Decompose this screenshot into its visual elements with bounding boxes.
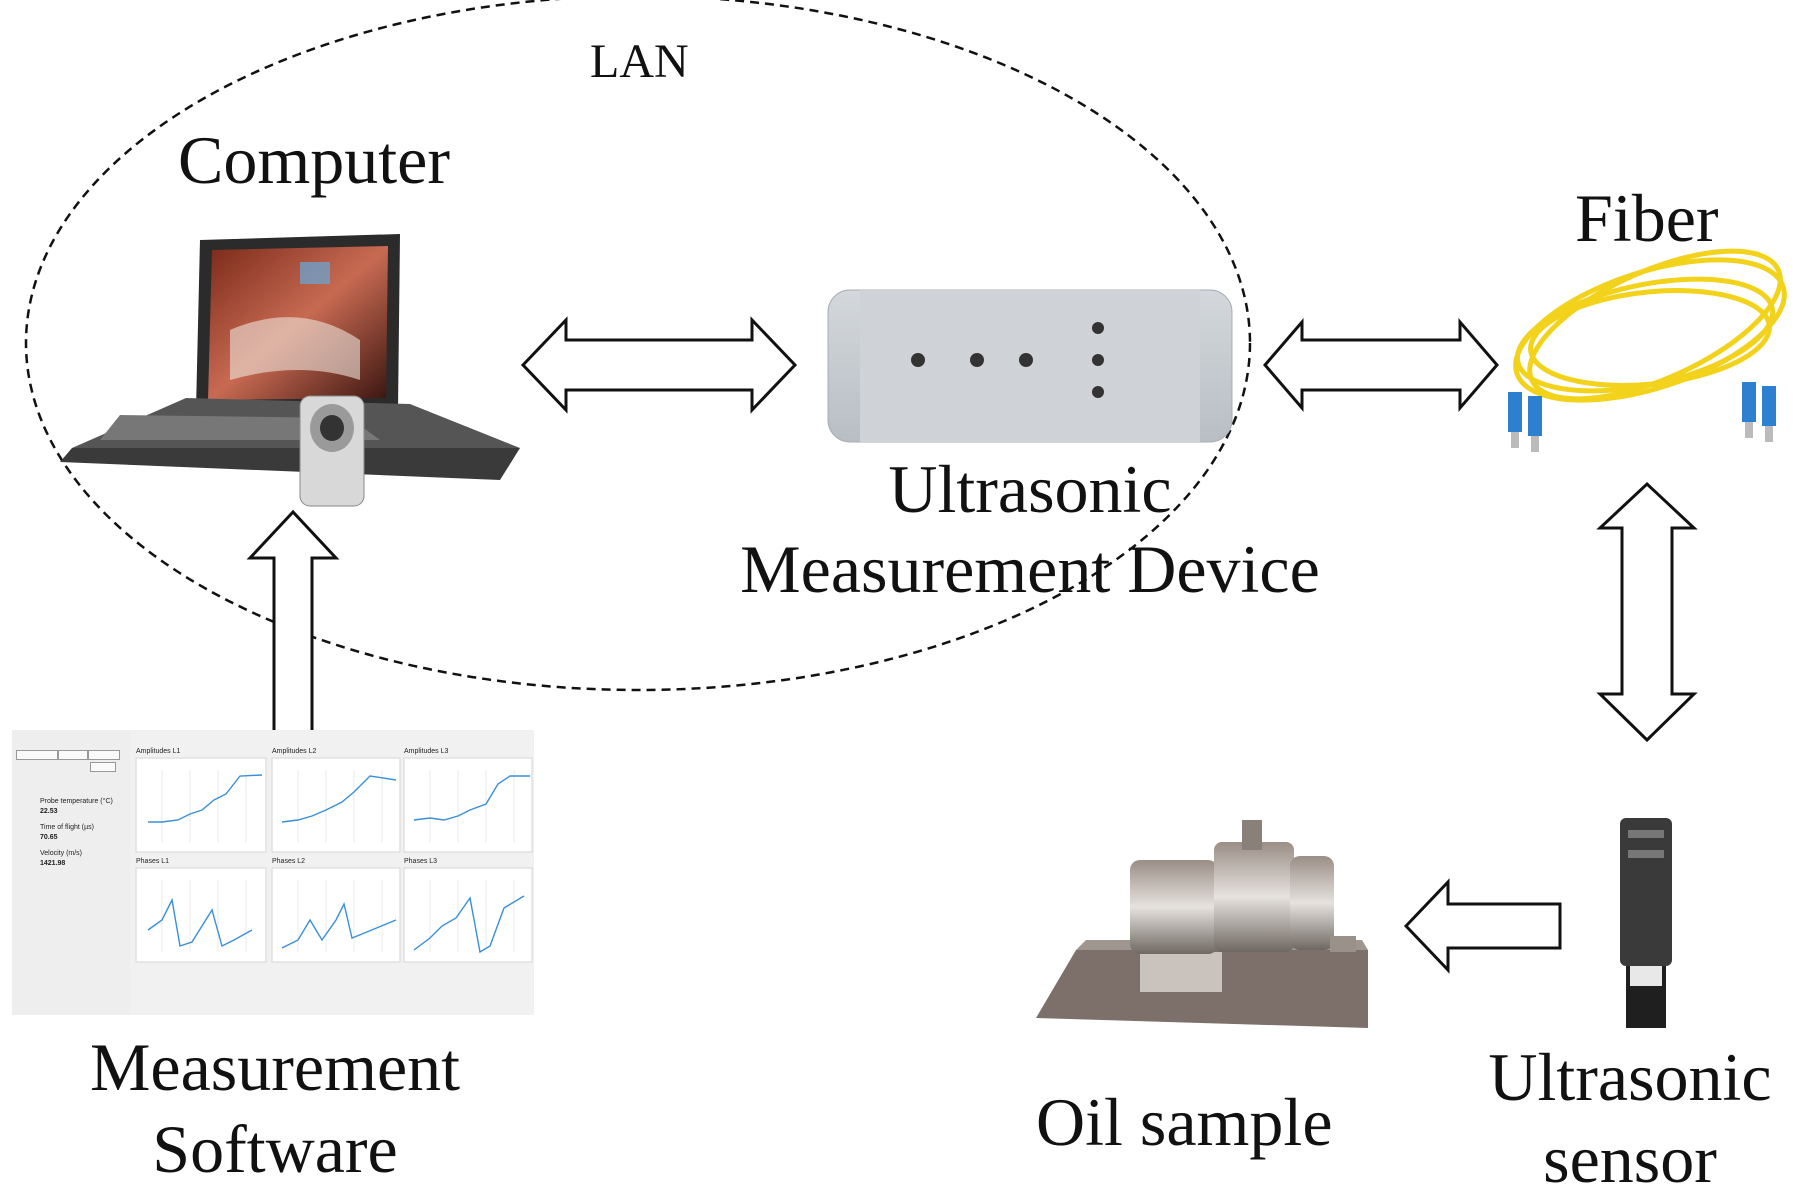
software-to-computer-arrow [246,509,340,736]
plot-title-amplitudes-l3: Amplitudes L3 [404,748,449,755]
device-fiber-double-arrow [1263,317,1499,413]
plot-title-phases-l3: Phases L3 [404,858,438,865]
software-label: Measurement Software [55,1033,495,1183]
lan-label: LAN [590,35,689,88]
fiber-image [1508,248,1787,452]
clear-button[interactable] [90,762,116,772]
start-button[interactable] [58,750,88,760]
sensor-to-oil-arrow [1403,878,1562,974]
ultrasonic-sensor-image [1620,818,1672,1028]
software-left-panel: Probe temperature (°C) 22.53 Time of fli… [12,730,130,1015]
time-of-flight-label: Time of flight (µs) [40,824,94,831]
plot-title-phases-l2: Phases L2 [272,858,306,865]
oil-sample-image [1036,820,1368,1028]
disconnect-button[interactable] [88,750,120,760]
lan-boundary [24,0,1252,692]
computer-label: Computer [178,122,450,198]
device-label-line1: Ultrasonic [888,451,1172,527]
computer-device-double-arrow [520,316,798,414]
fiber-label: Fiber [1575,180,1719,256]
velocity-value: 1421.98 [40,860,66,867]
sensor-label-line2: sensor [1543,1121,1717,1197]
measurement-software-screenshot: Probe temperature (°C) 22.53 Time of fli… [12,730,534,1015]
probe-temperature-value: 22.53 [40,808,58,815]
plot-title-amplitudes-l1: Amplitudes L1 [136,748,181,755]
connect-button[interactable] [16,750,58,760]
time-of-flight-value: 70.65 [40,834,58,841]
software-label-line1: Measurement [89,1029,461,1105]
plot-title-amplitudes-l2: Amplitudes L2 [272,748,317,755]
device-label-line2: Measurement Device [740,531,1320,607]
probe-temperature-label: Probe temperature (°C) [40,798,113,805]
software-plots [135,757,533,963]
oil-sample-label: Oil sample [1036,1084,1333,1160]
velocity-label: Velocity (m/s) [40,850,83,857]
sensor-label-line1: Ultrasonic [1488,1039,1772,1115]
plot-title-phases-l1: Phases L1 [136,858,170,865]
fiber-sensor-double-arrow [1596,481,1698,743]
device-label: Ultrasonic Measurement Device [700,455,1360,603]
software-label-line2: Software [152,1111,398,1187]
sensor-label: Ultrasonic sensor [1470,1043,1790,1193]
measurement-device-image [827,289,1233,443]
computer-image [60,234,520,507]
